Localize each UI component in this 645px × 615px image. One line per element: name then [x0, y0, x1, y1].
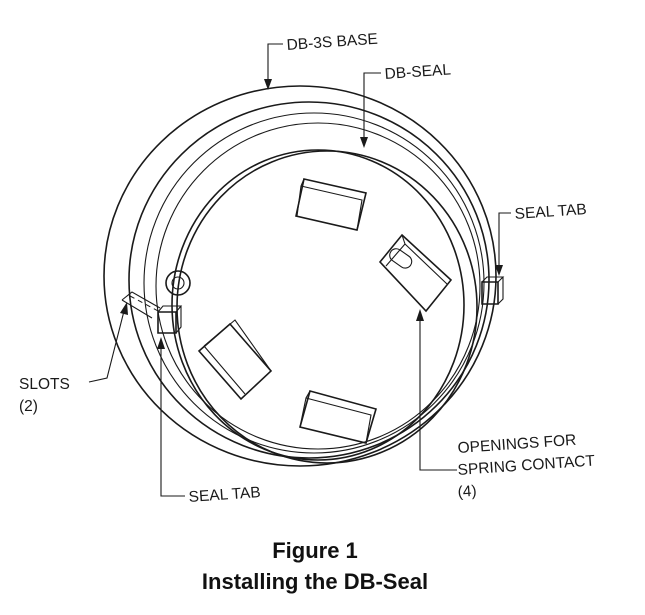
arrowhead-openings: [416, 309, 424, 321]
label-openings-line2: SPRING CONTACT: [457, 452, 596, 479]
opening-right: [378, 233, 453, 313]
arrowhead-seal-tab-bottom: [157, 337, 165, 349]
leader-seal-tab-bottom: [160, 348, 185, 497]
pivot-hole: [171, 276, 185, 290]
seal-disc-face: [171, 149, 465, 461]
caption-title: Installing the DB-Seal: [202, 569, 428, 594]
arrowhead-seal-tab-right: [495, 265, 503, 276]
leader-seal: [363, 72, 381, 138]
seal-tab-left: [157, 305, 183, 334]
label-openings-count: (4): [457, 483, 477, 501]
base-ring-3: [143, 112, 485, 454]
seal-tab-right: [481, 276, 505, 305]
db-seal-disc: [171, 149, 478, 464]
base-outer-ring: [103, 85, 497, 467]
label-slots-count: (2): [19, 398, 38, 415]
leader-seal-tab-right: [498, 212, 511, 266]
opening-bottom: [299, 390, 377, 444]
label-openings-line1: OPENINGS FOR: [457, 432, 577, 457]
openings: [197, 178, 453, 444]
leader-slots: [88, 310, 125, 383]
label-db-seal: DB-SEAL: [384, 61, 452, 83]
leaders: [88, 43, 511, 497]
opening-top: [295, 178, 367, 231]
base-ring-4: [155, 122, 481, 450]
spring-contact-slot: [389, 248, 413, 269]
slot-dashes: [129, 295, 161, 313]
arrowhead-base: [264, 79, 272, 90]
caption-figure-number: Figure 1: [272, 538, 358, 563]
leader-base: [267, 43, 283, 80]
label-seal-tab-bottom: SEAL TAB: [188, 484, 261, 506]
figure-caption: Figure 1 Installing the DB-Seal: [202, 538, 428, 594]
label-db-3s-base: DB-3S BASE: [286, 31, 378, 54]
db-3s-base: [103, 85, 497, 467]
base-ring-2: [128, 101, 490, 459]
label-seal-tab-right: SEAL TAB: [514, 201, 587, 223]
leader-openings: [419, 320, 457, 471]
arrowhead-slots: [120, 302, 128, 315]
opening-left: [197, 319, 273, 401]
arrowhead-seal: [360, 137, 368, 148]
label-slots: SLOTS: [19, 376, 70, 393]
pivot-boss: [165, 270, 191, 296]
